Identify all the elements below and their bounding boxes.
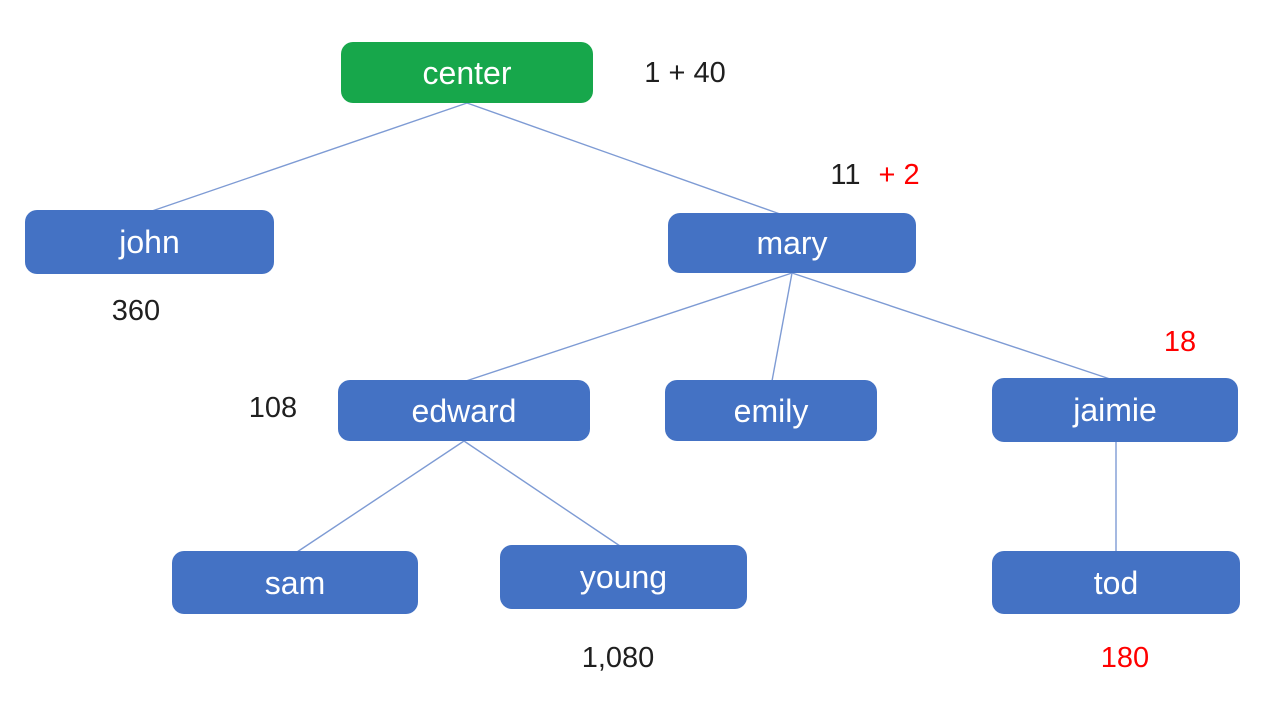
annotation-mary-value: 11 + 2 [800,154,950,196]
edge-mary-emily [771,272,793,382]
tree-node-sam: sam [172,551,418,614]
annotation-text: 180 [1100,641,1150,674]
node-label-young: young [579,559,668,595]
annotation-text: 360 [111,294,161,327]
node-label-emily: emily [733,392,809,429]
tree-node-center: center [341,42,593,103]
annotation-text: 18 [1163,325,1197,358]
annotation-edward-value: 108 [213,388,333,428]
edge-mary-edward [465,272,793,382]
node-label-edward: edward [411,392,517,429]
annotation-text: 108 [248,391,298,424]
annotation-text: 1,080 [581,641,655,674]
tree-node-emily: emily [665,380,877,441]
node-label-john: john [119,224,180,260]
node-label-jaimie: jaimie [1073,392,1157,428]
edge-edward-sam [296,440,465,553]
annotation-tod-value: 180 [1065,638,1185,678]
annotation-jaimie-value: 18 [1120,322,1240,362]
edge-edward-young [463,440,621,547]
tree-node-jaimie: jaimie [992,378,1238,442]
node-label-mary: mary [756,225,828,261]
annotation-john-value: 360 [76,291,196,331]
edge-center-john [151,102,468,212]
annotation-young-value: 1,080 [558,638,678,678]
edge-center-mary [466,102,781,215]
tree-node-john: john [25,210,274,274]
tree-node-mary: mary [668,213,916,273]
node-label-tod: tod [1093,564,1139,601]
node-label-sam: sam [264,564,326,601]
annotation-text-extra: + 2 [878,158,920,191]
tree-node-edward: edward [338,380,590,441]
tree-node-tod: tod [992,551,1240,614]
annotation-text: 1 + 40 [644,56,726,89]
annotation-center-value: 1 + 40 [610,52,760,94]
annotation-text-base: 11 [830,158,861,191]
node-label-center: center [422,54,512,91]
edge-mary-jaimie [791,272,1111,380]
tree-node-young: young [500,545,747,609]
